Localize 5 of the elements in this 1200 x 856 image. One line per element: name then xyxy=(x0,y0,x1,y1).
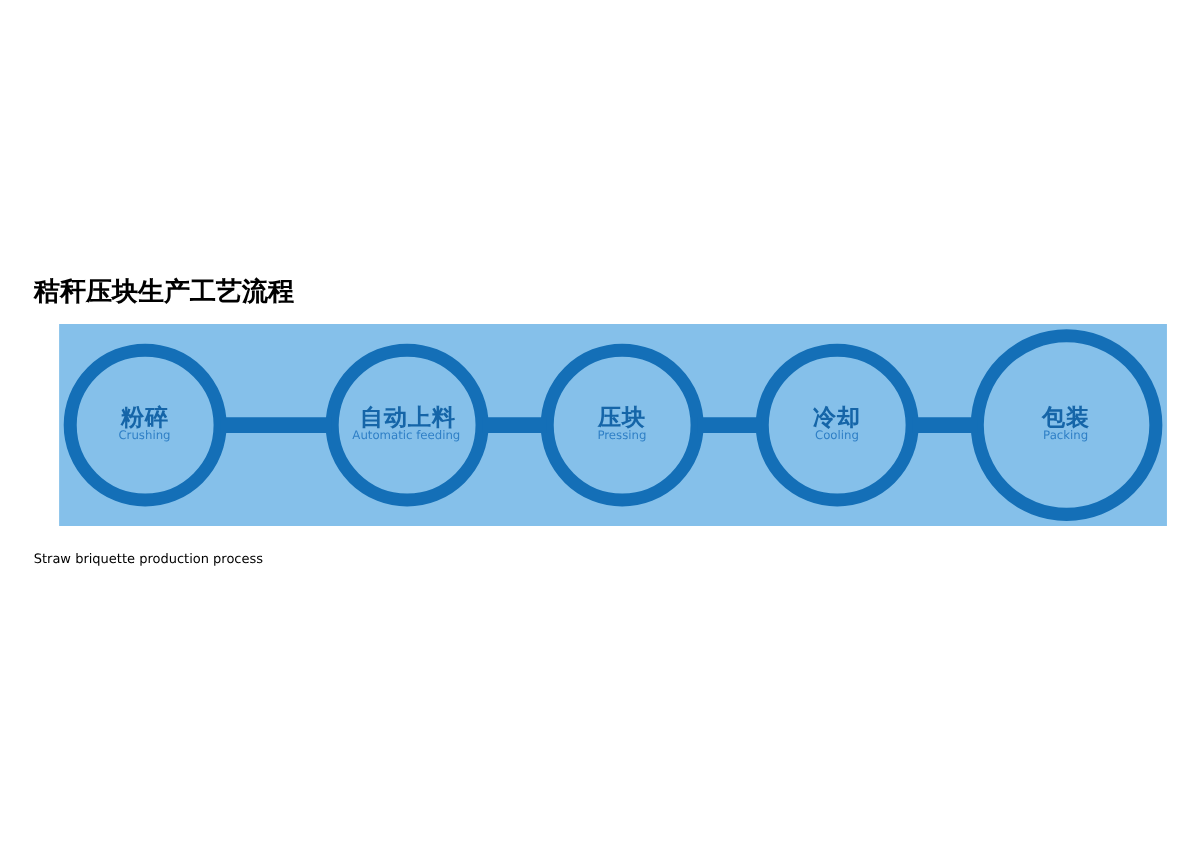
connector xyxy=(482,416,547,432)
connector xyxy=(697,416,762,432)
connector xyxy=(220,416,332,432)
diagram-title: 秸秆压块生产工艺流程 xyxy=(33,276,294,307)
connector xyxy=(912,416,978,432)
